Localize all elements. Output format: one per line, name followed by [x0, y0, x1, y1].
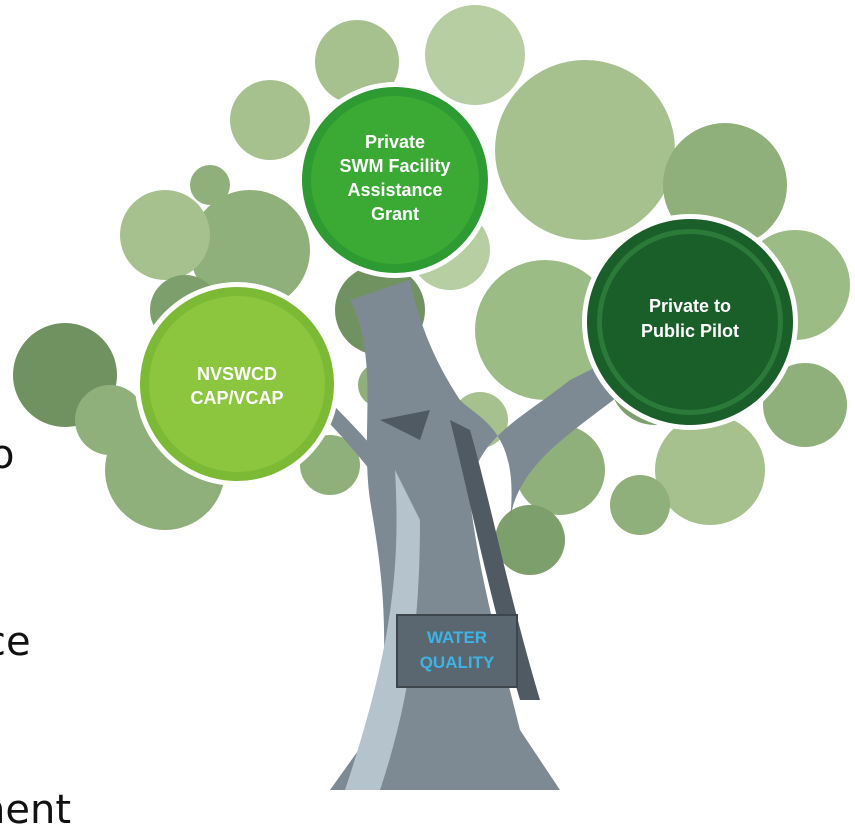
svg-text:Public Pilot: Public Pilot — [641, 321, 739, 341]
svg-text:Private to: Private to — [649, 296, 731, 316]
program-nvswcd-circle: NVSWCD CAP/VCAP — [135, 282, 339, 486]
svg-text:Private: Private — [365, 132, 425, 152]
program-private-swm-circle: Private SWM Facility Assistance Grant — [297, 82, 493, 278]
svg-text:CAP/VCAP: CAP/VCAP — [190, 388, 283, 408]
svg-text:NVSWCD: NVSWCD — [197, 364, 277, 384]
tree-illustration: WATER QUALITY Private SWM Facility Assis… — [13, 5, 850, 790]
svg-text:Grant: Grant — [371, 204, 419, 224]
svg-text:SWM Facility: SWM Facility — [339, 156, 450, 176]
svg-text:Assistance: Assistance — [347, 180, 442, 200]
cropped-text-fragment: o — [0, 432, 15, 478]
cropped-text-fragment: ce — [0, 619, 31, 665]
sign-label-line-2: QUALITY — [420, 653, 495, 672]
tree-diagram: o ce nent — [0, 5, 850, 830]
water-quality-sign: WATER QUALITY — [396, 614, 518, 688]
program-private-to-public-circle: Private to Public Pilot — [582, 214, 798, 430]
sign-label-line-1: WATER — [427, 628, 487, 647]
